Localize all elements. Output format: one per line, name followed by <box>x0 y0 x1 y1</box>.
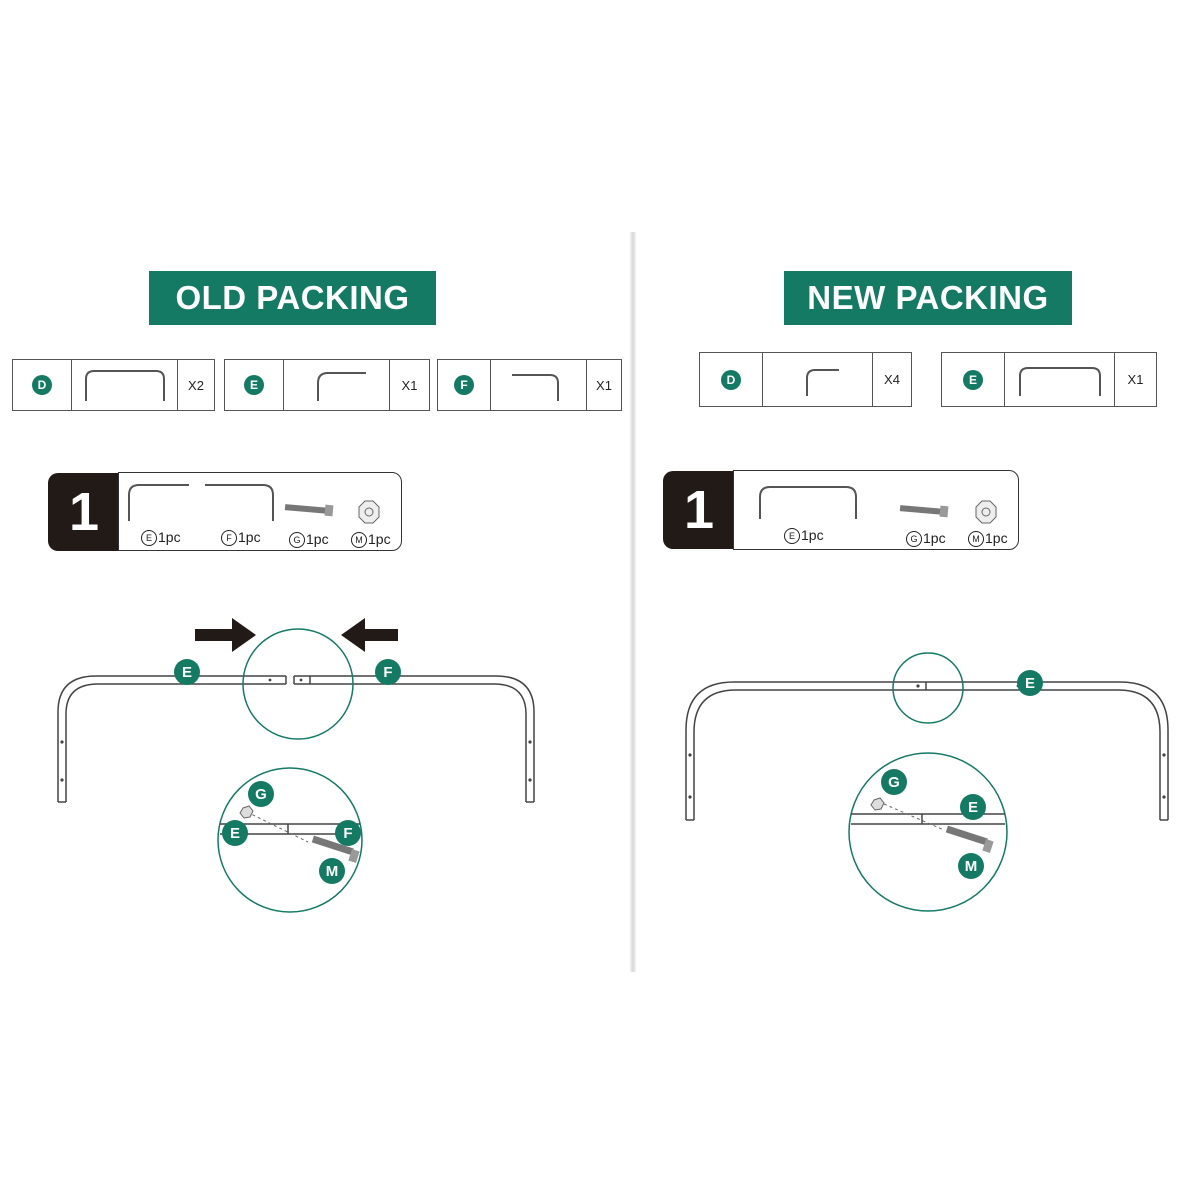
old-part-e: E X1 <box>224 359 430 411</box>
zoom-circle <box>242 628 354 740</box>
callout-e-detail: E <box>222 820 248 846</box>
callout-f-detail: F <box>335 820 361 846</box>
callout-g: G <box>881 769 907 795</box>
section-divider <box>630 232 636 972</box>
part-qty: X4 <box>884 372 900 387</box>
old-part-f: F X1 <box>437 359 622 411</box>
old-part-d: D X2 <box>12 359 215 411</box>
part-letter-badge: D <box>32 375 52 395</box>
part-letter-badge: E <box>963 369 983 390</box>
new-packing-title: NEW PACKING <box>784 271 1072 325</box>
u-bar-icon <box>1018 366 1101 396</box>
l-bend-icon <box>805 368 839 396</box>
l-bend-icon <box>316 372 366 401</box>
zoom-circle <box>892 652 964 724</box>
part-letter-badge: D <box>721 369 741 390</box>
step-number-badge: 1 <box>48 473 120 551</box>
push-arrow-right-icon <box>195 618 256 652</box>
part-letter-badge: F <box>454 375 474 395</box>
push-arrow-left-icon <box>341 618 398 652</box>
part-qty: X1 <box>1127 372 1144 387</box>
u-bar-icon <box>84 370 165 401</box>
detail-circle <box>848 752 1008 912</box>
callout-m: M <box>958 853 984 879</box>
new-part-e: E X1 <box>941 352 1157 407</box>
step-parts-icons <box>128 484 380 524</box>
part-qty: X2 <box>188 377 204 393</box>
old-packing-title: OLD PACKING <box>149 271 436 325</box>
l-bend-reversed-icon <box>511 374 559 401</box>
callout-e: E <box>174 659 200 685</box>
part-qty: X1 <box>596 377 612 393</box>
callout-g: G <box>248 781 274 807</box>
callout-e-detail: E <box>960 794 986 820</box>
step-number-badge: 1 <box>663 471 735 549</box>
callout-m: M <box>319 858 345 884</box>
callout-f: F <box>375 659 401 685</box>
callout-e: E <box>1017 670 1043 696</box>
new-part-d: D X4 <box>699 352 912 407</box>
step-parts-icons <box>759 486 997 524</box>
part-letter-badge: E <box>244 375 264 395</box>
part-qty: X1 <box>401 377 418 393</box>
